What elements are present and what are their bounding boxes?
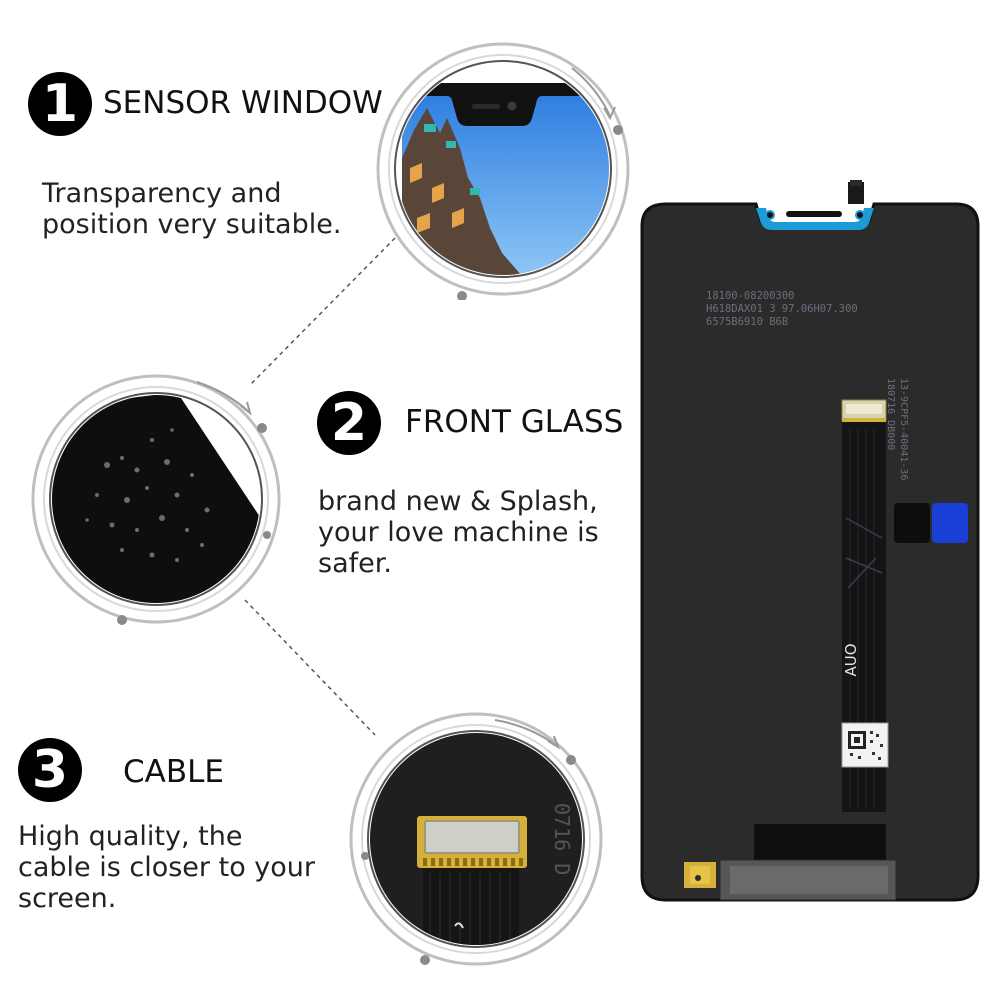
connector-line-1 xyxy=(249,237,396,386)
lcd-screen-illustration: 18100-08200300 H618DAX01 3 97.06H07.300 … xyxy=(640,180,980,902)
step-3-number: 3 xyxy=(31,740,69,800)
batch-line-2: H618DAX01 3 97.06H07.300 xyxy=(706,303,858,315)
vertical-code-2: 180716 DB000 xyxy=(885,378,896,450)
vertical-code-1: 13-9CPF5-40041-36 xyxy=(898,378,909,480)
manufacturer-label: AUO xyxy=(842,643,860,676)
description-line: High quality, the xyxy=(18,821,243,852)
cable-title: CABLE xyxy=(123,754,224,790)
description-line: cable is closer to your xyxy=(18,852,315,883)
description-line: your love machine is xyxy=(318,517,599,548)
cable-description: High quality, the cable is closer to you… xyxy=(18,821,315,914)
description-line: brand new & Splash, xyxy=(318,486,598,517)
sensor-window-title: SENSOR WINDOW xyxy=(103,85,383,121)
cable-zoom-icon: 0716 D xyxy=(349,712,603,966)
sensor-window-description: Transparency and position very suitable. xyxy=(42,178,341,240)
step-3-badge: 3 xyxy=(18,738,82,802)
front-glass-zoom-icon xyxy=(31,374,281,625)
description-line: screen. xyxy=(18,883,117,914)
batch-line-1: 18100-08200300 xyxy=(706,290,795,302)
description-line: Transparency and xyxy=(42,178,282,209)
description-line: position very suitable. xyxy=(42,209,342,240)
step-1-number: 1 xyxy=(41,74,79,134)
front-glass-description: brand new & Splash, your love machine is… xyxy=(318,486,599,579)
step-2-number: 2 xyxy=(330,393,368,453)
sensor-window-zoom-icon xyxy=(376,42,630,300)
description-line: safer. xyxy=(318,548,392,579)
step-1-badge: 1 xyxy=(28,72,92,136)
batch-line-3: 6575B6910 B6B xyxy=(706,316,788,328)
step-2-badge: 2 xyxy=(317,391,381,455)
zoom-cable-code: 0716 D xyxy=(550,803,574,875)
front-glass-title: FRONT GLASS xyxy=(405,404,624,440)
